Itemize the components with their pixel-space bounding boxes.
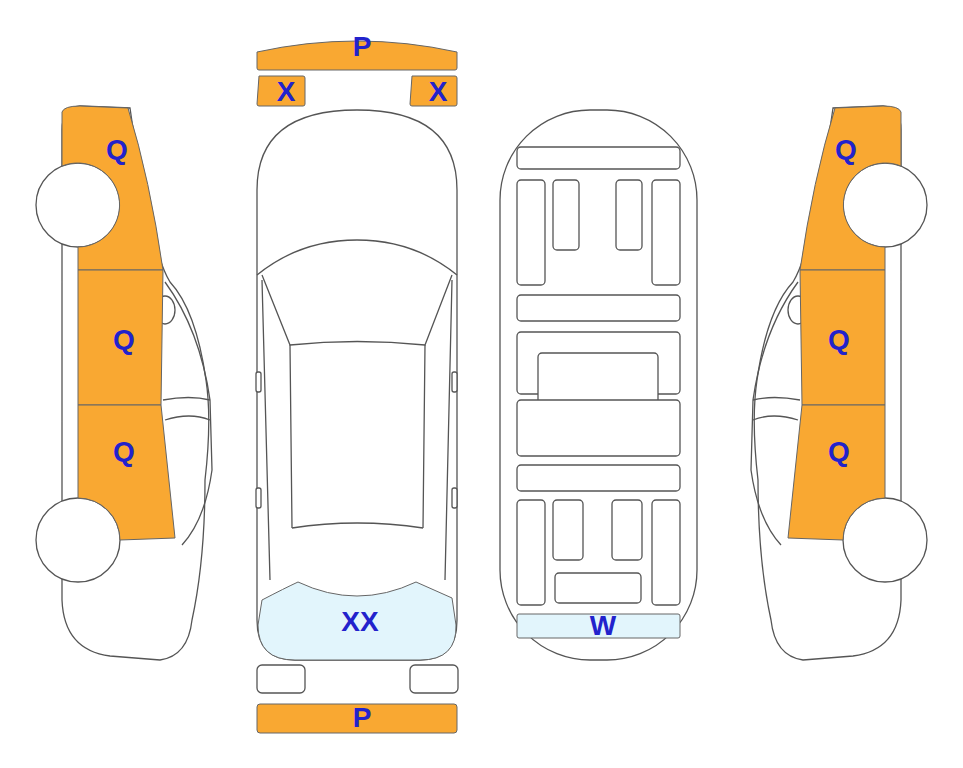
- damage-code: Q: [828, 438, 850, 466]
- damage-code: Q: [828, 326, 850, 354]
- bumper-panel: P: [255, 30, 459, 72]
- underbody-panel: W: [517, 614, 680, 638]
- light-panel: X: [257, 76, 305, 106]
- panel-shape: [76, 403, 178, 543]
- fender-panel: Q: [797, 104, 903, 272]
- panel-shape: [785, 403, 887, 543]
- damage-code: XX: [341, 608, 378, 636]
- panel-shape: [797, 104, 903, 272]
- underbody-view: [500, 110, 697, 660]
- damage-code: Q: [106, 136, 128, 164]
- fender-panel: Q: [60, 104, 166, 272]
- damage-code: Q: [113, 438, 135, 466]
- side-view: [36, 106, 212, 660]
- damage-code: P: [353, 704, 372, 732]
- top-view: [256, 110, 458, 693]
- glass-panel: XX: [258, 578, 458, 661]
- damage-code: P: [353, 33, 372, 61]
- damage-code: X: [277, 78, 296, 106]
- damage-code: Q: [113, 326, 135, 354]
- light-panel: X: [410, 76, 457, 106]
- panel-shape: [60, 104, 166, 272]
- bumper-panel: P: [257, 704, 457, 733]
- door-panel: Q: [76, 403, 178, 543]
- door-panel: Q: [797, 268, 887, 408]
- door-panel: Q: [785, 403, 887, 543]
- damage-code: W: [590, 612, 616, 640]
- damage-code: Q: [835, 136, 857, 164]
- damage-code: X: [429, 78, 448, 106]
- door-panel: Q: [76, 268, 166, 408]
